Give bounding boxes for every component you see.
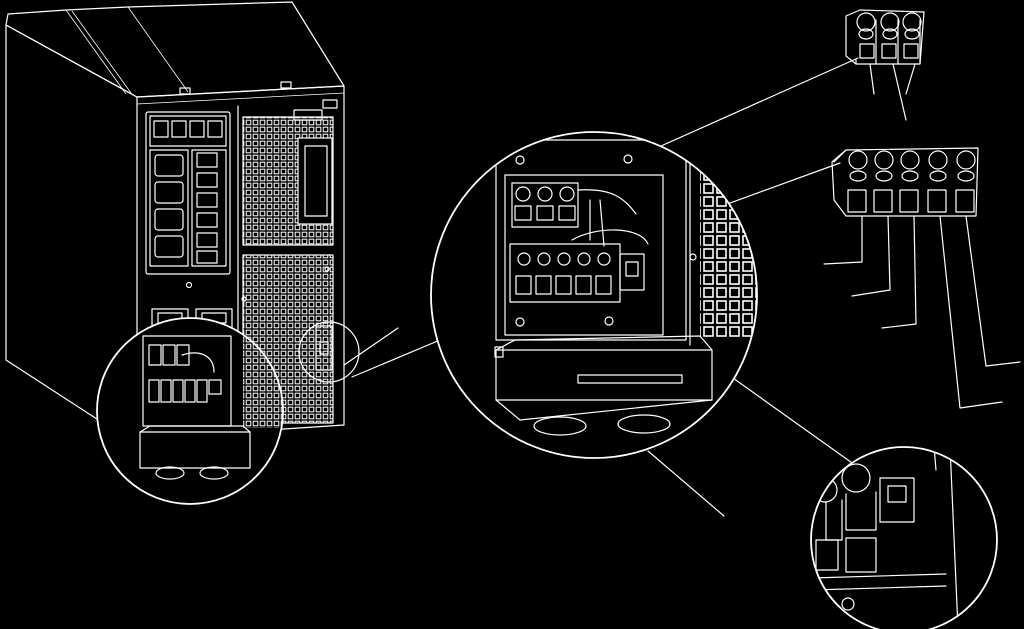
ups-cabinet	[5, 1, 345, 446]
input-terminal-callout	[845, 9, 925, 121]
outlet-panel	[145, 111, 231, 275]
output-terminal-callout	[823, 147, 1021, 409]
upper-vent	[242, 99, 338, 246]
input-terminals	[511, 182, 579, 228]
connector-highlight-circle	[298, 321, 360, 383]
ground-detail-circle	[810, 446, 998, 629]
small-magnifier-circle	[96, 317, 284, 505]
cable-drawer	[494, 335, 713, 436]
main-magnifier-circle	[430, 131, 758, 459]
